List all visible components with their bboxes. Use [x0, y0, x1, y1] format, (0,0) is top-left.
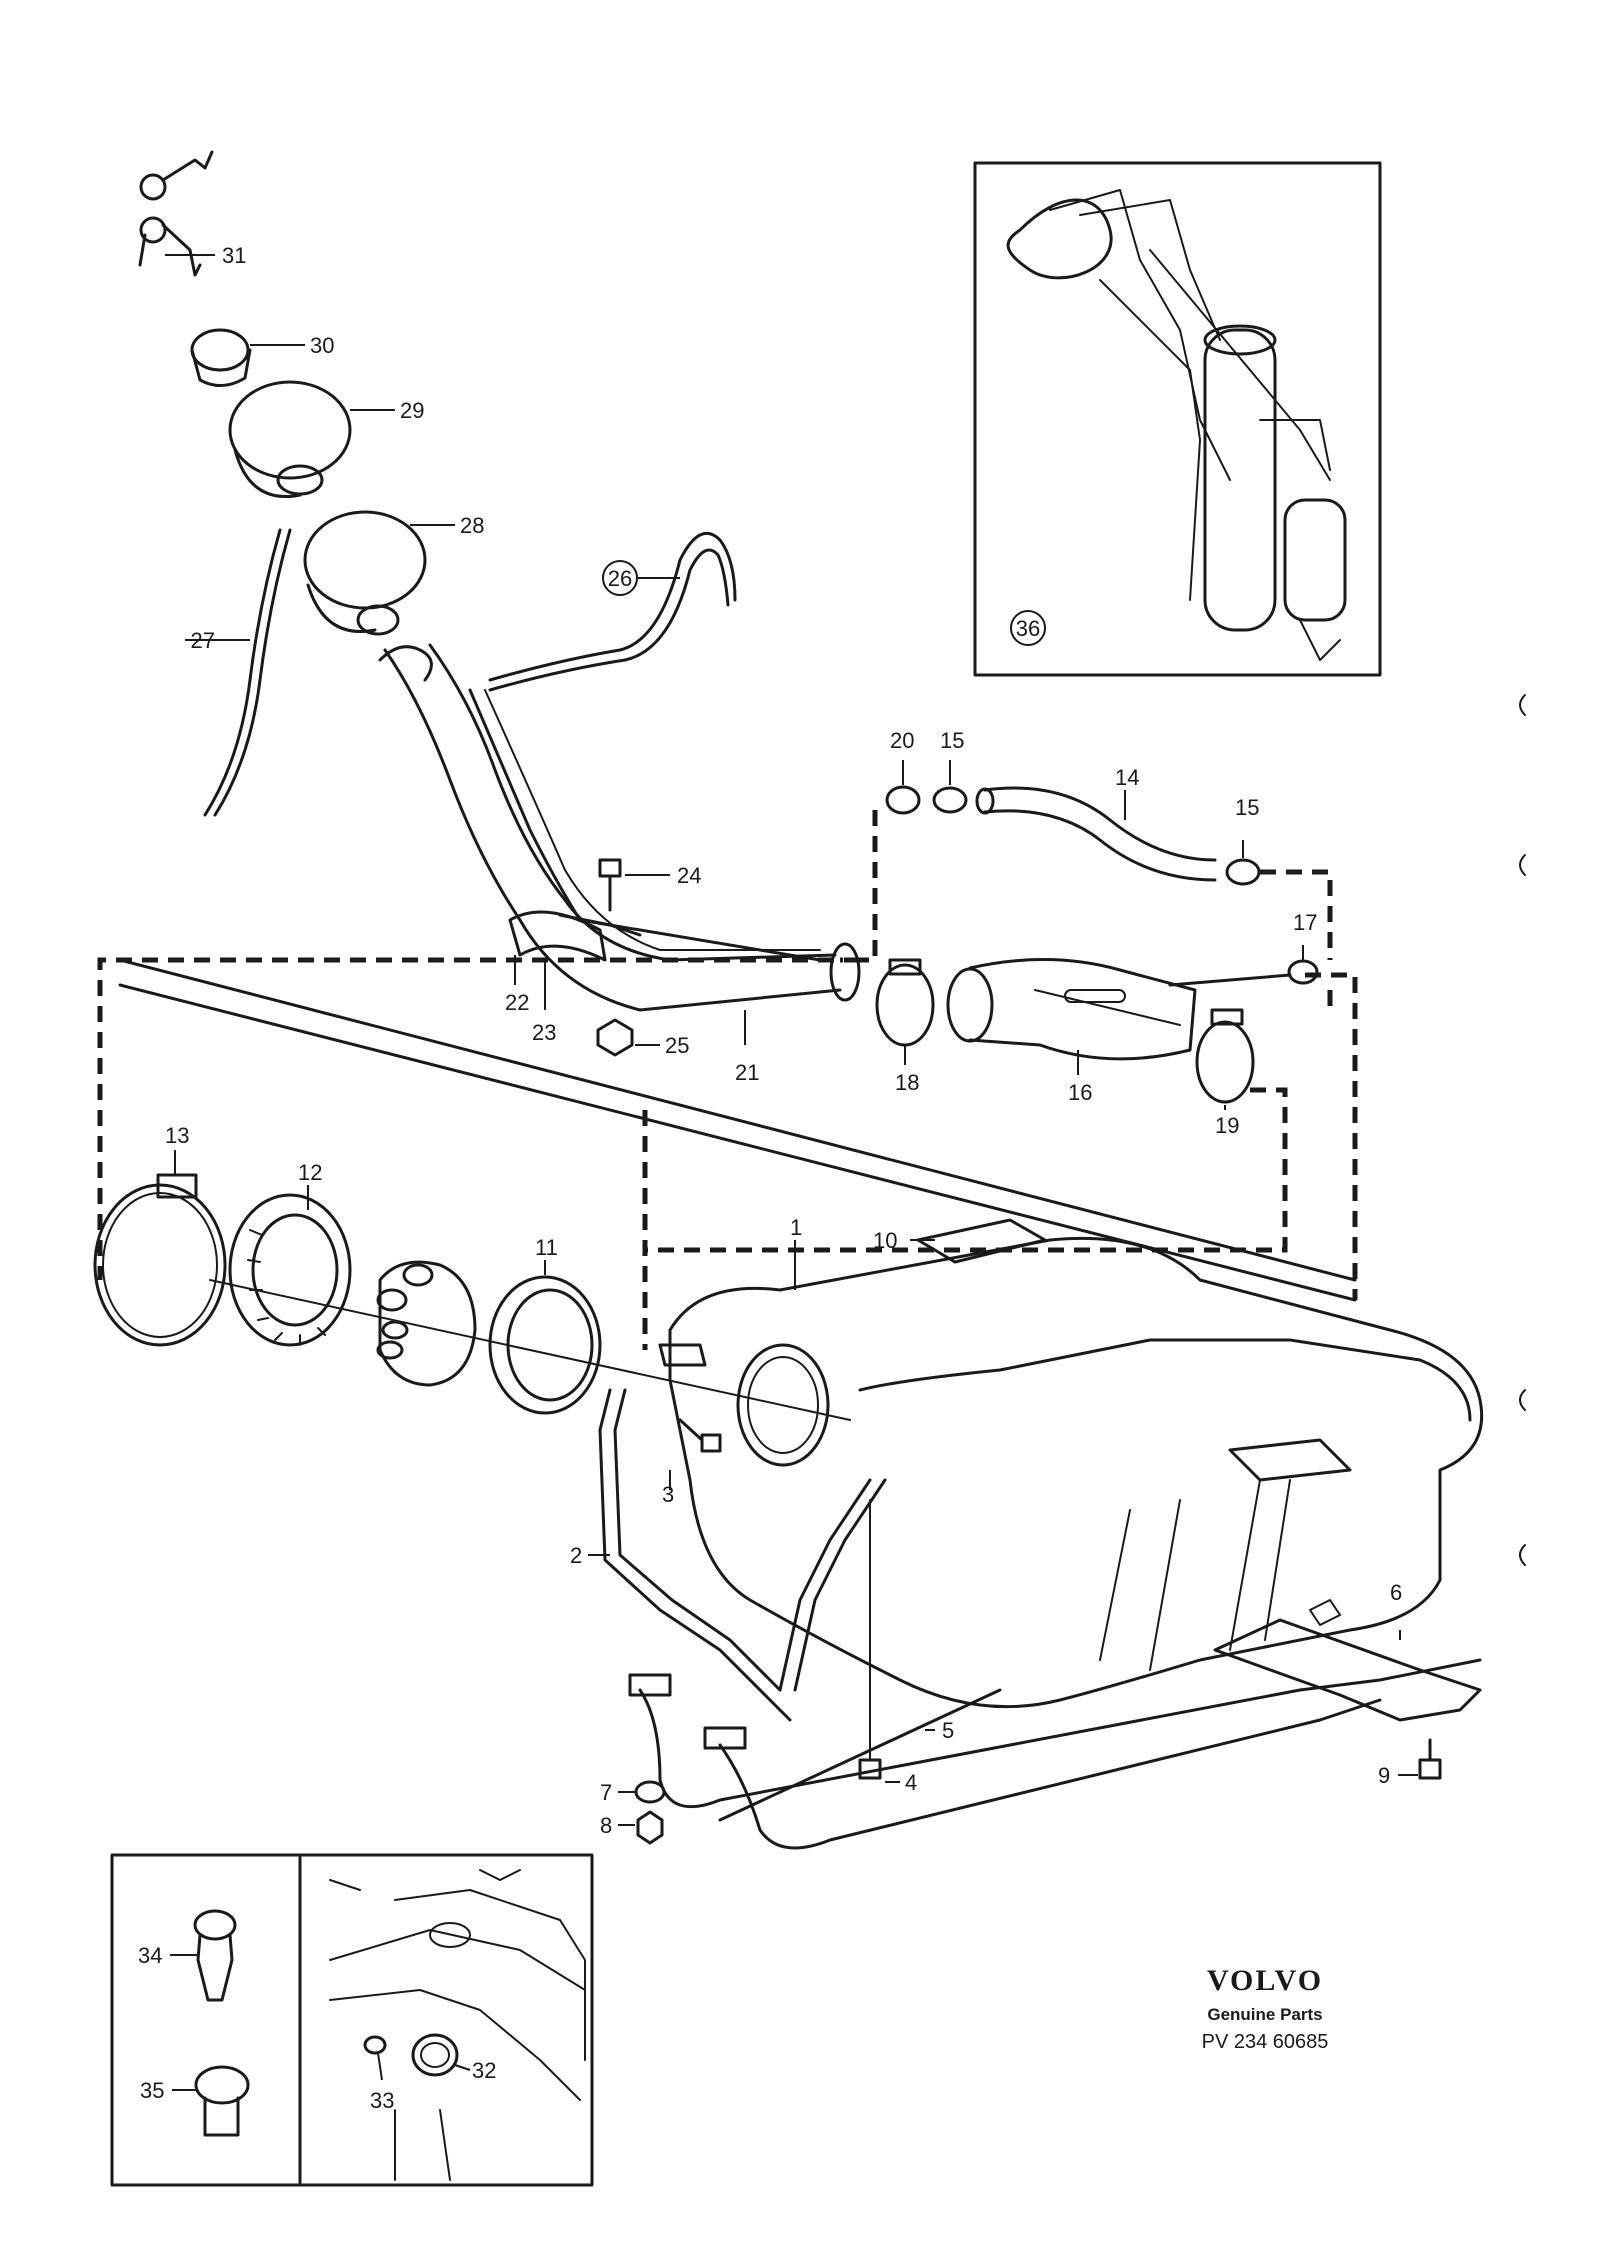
callout-label-35: 35 — [140, 2078, 164, 2103]
scan-edge-marks — [1519, 694, 1526, 1566]
callout-label-32: 32 — [472, 2058, 496, 2083]
brand-tagline: Genuine Parts — [1207, 2005, 1322, 2024]
callout-label-6: 6 — [1390, 1580, 1402, 1605]
callout-label-4: 4 — [905, 1770, 917, 1795]
callout-label-29: 29 — [400, 398, 424, 423]
callout-label-7: 7 — [600, 1780, 612, 1805]
callout-label-5: 5 — [942, 1718, 954, 1743]
hose-clamp-15a — [932, 786, 968, 814]
callout-label-24: 24 — [677, 863, 701, 888]
bolt-4 — [858, 1499, 882, 1780]
bolt-24 — [598, 858, 622, 912]
splash-guard-outer — [228, 380, 352, 498]
callout-label-25: 25 — [665, 1033, 689, 1058]
brand-logo: VOLVO — [1207, 1964, 1323, 1997]
callout-label-28: 28 — [460, 513, 484, 538]
inset-fuel-pump-sender — [973, 161, 1382, 677]
hose-clamp-19 — [1195, 1008, 1255, 1104]
callout-label-30: 30 — [310, 333, 334, 358]
mounting-bracket-6 — [1213, 1599, 1482, 1722]
filler-cap — [190, 328, 252, 387]
bolt-3 — [678, 1418, 722, 1453]
hose-clamp-15b — [1225, 858, 1261, 886]
filler-pipe — [378, 643, 861, 1012]
callout-label-34: 34 — [138, 1943, 162, 1968]
ignition-keys — [138, 150, 214, 277]
gasket-plate-10 — [916, 1218, 1047, 1264]
drain-hose — [213, 528, 292, 817]
callout-label-23: 23 — [532, 1020, 556, 1045]
callout-label-27: 27 — [191, 628, 215, 653]
callout-label-14: 14 — [1115, 765, 1139, 790]
inset-clips — [110, 1853, 594, 2187]
callout-26: 26 — [602, 560, 638, 596]
callout-label-11: 11 — [535, 1235, 558, 1260]
callout-label-21: 21 — [735, 1060, 759, 1085]
callout-label-9: 9 — [1378, 1763, 1390, 1788]
callout-label-26: 26 — [608, 566, 632, 591]
lock-ring-12 — [228, 1193, 352, 1347]
callout-label-22: 22 — [505, 990, 529, 1015]
tank-strap-5 — [628, 1658, 1482, 1850]
callout-label-10: 10 — [873, 1228, 897, 1253]
callout-label-17: 17 — [1293, 910, 1317, 935]
diagram-code: PV 234 60685 — [1202, 2031, 1329, 2053]
hose-clamp-18 — [875, 958, 935, 1047]
callout-36: 36 — [1010, 610, 1046, 646]
callout-label-15b: 15 — [1235, 795, 1259, 820]
nut-8 — [636, 1810, 664, 1845]
filler-pipe-bracket — [508, 910, 642, 962]
callout-label-13: 13 — [165, 1123, 189, 1148]
callout-label-20: 20 — [890, 728, 914, 753]
inset-frame-36 — [973, 161, 1382, 677]
clamp-ring-13 — [93, 1173, 227, 1347]
callout-label-12: 12 — [298, 1160, 322, 1185]
assembly-guide-lines — [97, 810, 1358, 1350]
inset-pump-canister — [1203, 328, 1277, 632]
grommet-20 — [885, 785, 921, 815]
pump-flange — [376, 1260, 477, 1387]
callout-label-18: 18 — [895, 1070, 919, 1095]
callout-label-3: 3 — [662, 1482, 674, 1507]
hose-clamp-17 — [1287, 959, 1319, 985]
callout-label-1: 1 — [790, 1215, 802, 1240]
brand-block: VOLVO Genuine Parts PV 234 60685 — [1202, 1964, 1329, 2053]
callout-label-2: 2 — [570, 1543, 582, 1568]
nut-25 — [596, 1018, 634, 1057]
bolt-9 — [1418, 1738, 1442, 1780]
callout-label-33: 33 — [370, 2088, 394, 2113]
callout-label-19: 19 — [1215, 1113, 1239, 1138]
callout-label-36: 36 — [1016, 616, 1040, 641]
washer-7 — [634, 1780, 666, 1804]
splash-guard-inner — [303, 510, 427, 636]
callout-label-31: 31 — [222, 243, 246, 268]
callout-label-16: 16 — [1068, 1080, 1092, 1105]
callout-label-15a: 15 — [940, 728, 964, 753]
vent-hose — [488, 531, 737, 682]
inset-frame-clips — [110, 1853, 594, 2187]
callout-label-8: 8 — [600, 1813, 612, 1838]
tank-strap-2 — [598, 1388, 887, 1722]
fuel-tank — [658, 1236, 1484, 1709]
vent-hose-14 — [975, 786, 1217, 882]
